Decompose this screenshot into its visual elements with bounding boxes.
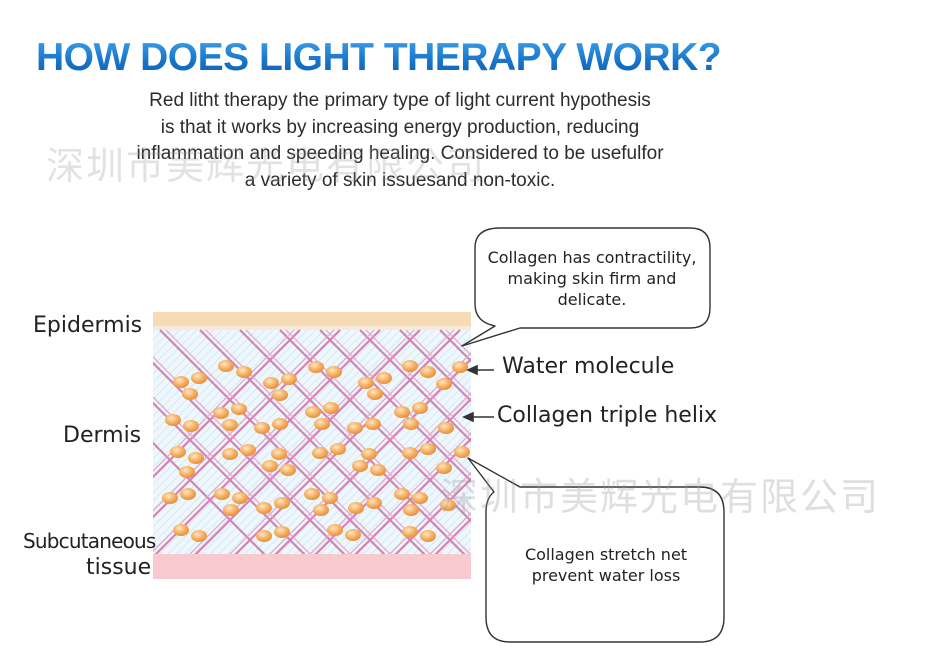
subcutaneous-layer [153, 554, 471, 579]
intro-line: Red litht therapy the primary type of li… [149, 90, 651, 111]
annotation-collagen-helix: Collagen triple helix [497, 403, 718, 428]
speech-bubble-top-text: Collagen has contractility, making skin … [478, 247, 706, 310]
epidermis-layer [153, 312, 471, 328]
water-molecules [162, 360, 470, 542]
speech-bubble-bottom [467, 457, 725, 643]
label-epidermis: Epidermis [33, 313, 143, 338]
bubble-line: making skin firm and [507, 269, 677, 288]
speech-bubble-bottom-text: Collagen stretch net prevent water loss [494, 544, 718, 586]
intro-line: is that it works by increasing energy pr… [160, 116, 640, 138]
bubble-line: prevent water loss [531, 566, 681, 585]
annotation-arrows [462, 364, 494, 423]
page-title: HOW DOES LIGHT THERAPY WORK? [36, 36, 796, 80]
label-dermis: Dermis [63, 423, 142, 448]
label-subcutaneous: Subcutaneous [23, 529, 156, 553]
speech-bubble-top [461, 227, 711, 347]
annotation-water-molecule: Water molecule [502, 354, 675, 379]
intro-paragraph: Red litht therapy the primary type of li… [40, 88, 760, 194]
intro-line: a variety of skin issuesand non-toxic. [244, 169, 556, 191]
bubble-line: delicate. [557, 290, 627, 309]
label-tissue: tissue [86, 555, 152, 580]
intro-line: inflammation and speeding healing. Consi… [136, 143, 664, 164]
bubble-line: Collagen has contractility, [487, 248, 697, 267]
bubble-line: Collagen stretch net [524, 545, 688, 564]
